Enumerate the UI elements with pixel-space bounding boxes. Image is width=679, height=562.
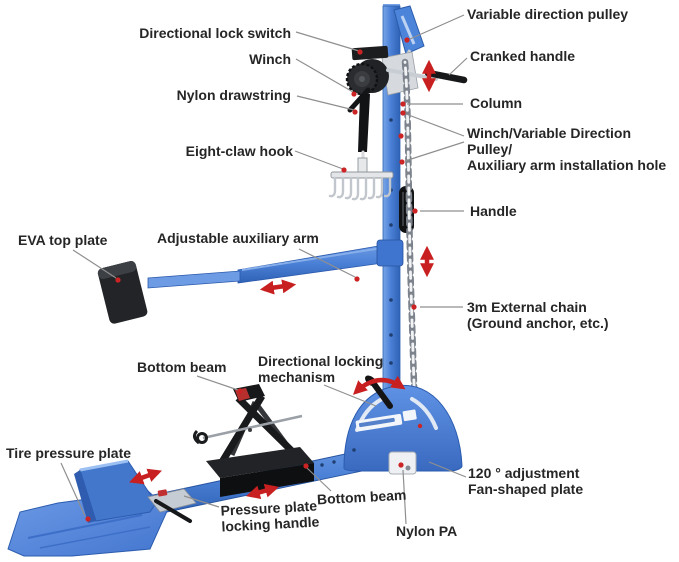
label-tire-pressure-plate: Tire pressure plate [6,445,132,461]
arm-slide-arrow [259,279,297,295]
brand-sticker [355,409,417,432]
scissor-jack-graphic [192,384,314,497]
label-eva-top-plate: EVA top plate [18,232,108,248]
motion-arrows [129,59,436,500]
label-nylon-drawstring: Nylon drawstring [176,87,291,103]
pressure-plate-locking-handle-graphic [147,488,197,523]
leader-lines [60,14,468,525]
label-nylon-pa: Nylon PA [396,523,458,539]
label-winch: Winch [249,51,291,67]
eight-claw-hook-graphic [328,150,394,201]
winch-graphic [345,45,419,113]
label-directional-lock-switch: Directional lock switch [139,25,291,41]
fan-rotate-arrow [352,375,406,395]
directional-lock-switch-graphic [347,87,371,113]
adjustable-auxiliary-arm-graphic [147,239,404,289]
label-pressure-plate-locking-handle: Pressure plate locking handle [220,497,320,535]
label-variable-direction-pulley: Variable direction pulley [467,6,629,22]
fan-shaped-plate-graphic [343,375,463,472]
jack-slide-arrow [245,483,280,500]
eva-top-plate-graphic [97,261,148,324]
label-directional-locking-mechanism: Directional locking mechanism [258,353,384,385]
label-cranked-handle: Cranked handle [470,48,576,64]
plate-slide-arrow [129,468,162,485]
label-bottom-beam-upper: Bottom beam [137,359,227,375]
label-column: Column [470,95,523,111]
label-external-chain: 3m External chain (Ground anchor, etc.) [467,299,609,331]
nylon-drawstring-graphic [358,94,370,152]
label-eight-claw-hook: Eight-claw hook [185,143,293,159]
label-handle: Handle [470,203,517,219]
variable-direction-pulley-graphic [393,5,425,61]
leader-marker-dots [85,37,423,522]
label-fan-shaped-plate: 120 ° adjustment Fan-shaped plate [468,465,584,497]
label-installation-hole: Winch/Variable Direction Pulley/ Auxilia… [467,125,667,173]
external-chain-graphic [401,58,419,412]
label-adjustable-auxiliary-arm: Adjustable auxiliary arm [157,230,319,246]
